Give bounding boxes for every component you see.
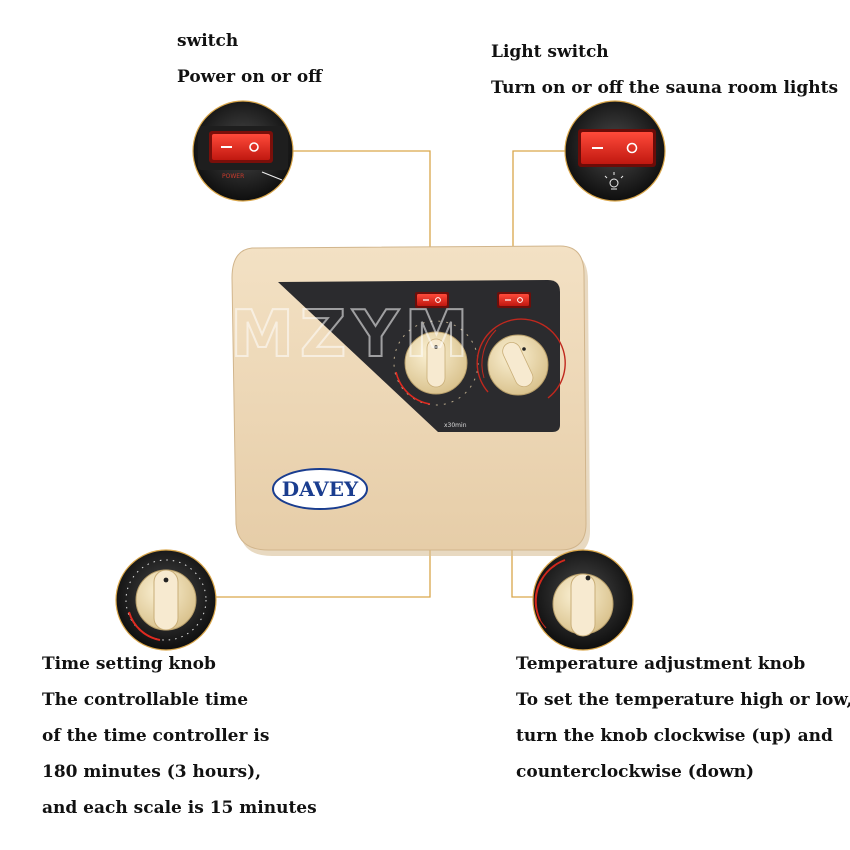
light-switch[interactable] bbox=[497, 292, 531, 308]
callout-time-line: 180 minutes (3 hours), bbox=[42, 762, 262, 782]
callout-temp-title: Temperature adjustment knob bbox=[516, 654, 806, 674]
zoom-temperature-knob bbox=[532, 549, 634, 651]
callout-temp-line: To set the temperature high or low, bbox=[516, 690, 850, 710]
temperature-knob[interactable] bbox=[487, 334, 549, 396]
callout-light-switch: Light switch Turn on or off the sauna ro… bbox=[491, 34, 838, 106]
callout-time-line: of the time controller is bbox=[42, 726, 270, 746]
callout-light-title: Light switch bbox=[491, 42, 609, 62]
callout-temp-line: counterclockwise (down) bbox=[516, 762, 755, 782]
callout-time-line: The controllable time bbox=[42, 690, 249, 710]
zoom-power-switch: POWER bbox=[192, 100, 294, 202]
callout-temperature-knob: Temperature adjustment knob To set the t… bbox=[516, 646, 850, 790]
zoom-light-switch bbox=[564, 100, 666, 202]
timer-dial bbox=[393, 320, 479, 406]
svg-text:DAVEY: DAVEY bbox=[282, 477, 359, 501]
callout-power-switch: switch Power on or off bbox=[177, 23, 322, 95]
timer-unit-label: x30min bbox=[444, 422, 467, 429]
zoom-time-knob bbox=[115, 549, 217, 651]
power-switch[interactable] bbox=[415, 292, 449, 308]
callout-power-desc: Power on or off bbox=[177, 67, 323, 87]
callout-time-title: Time setting knob bbox=[42, 654, 216, 674]
lamp-icon bbox=[604, 172, 624, 190]
svg-text:POWER: POWER bbox=[222, 173, 244, 180]
callout-time-knob: Time setting knob The controllable time … bbox=[42, 646, 317, 826]
temperature-dial bbox=[476, 318, 566, 399]
callout-power-title: switch bbox=[177, 31, 239, 51]
control-box: x30min DAVEY bbox=[231, 245, 590, 556]
brand-logo: DAVEY bbox=[272, 468, 368, 510]
callout-light-desc: Turn on or off the sauna room lights bbox=[491, 78, 839, 98]
timer-knob[interactable] bbox=[404, 331, 468, 395]
watermark: ZJMZYM bbox=[148, 298, 474, 372]
callout-temp-line: turn the knob clockwise (up) and bbox=[516, 726, 833, 746]
callout-time-line: and each scale is 15 minutes bbox=[42, 798, 317, 818]
